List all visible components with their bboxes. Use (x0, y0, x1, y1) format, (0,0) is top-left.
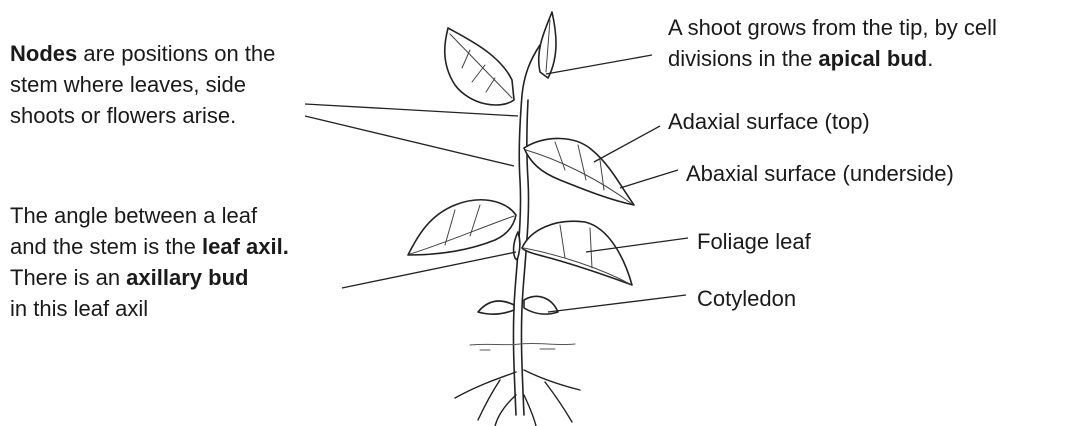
leader-nodes-upper (305, 104, 518, 116)
leader-adaxial (594, 126, 660, 162)
apical-bud (539, 12, 556, 78)
nodes-line-1: Nodes are positions on the (10, 38, 275, 69)
leader-cotyledon (548, 295, 686, 312)
leaf-axil-line-2-pre: and the stem is the (10, 234, 202, 259)
nodes-term: Nodes (10, 41, 77, 66)
leaf-axil-line-4: in this leaf axil (10, 293, 289, 324)
apical-line-1: A shoot grows from the tip, by cell (668, 12, 997, 43)
cotyledon-left (478, 301, 514, 314)
leader-leaf-axil (342, 252, 516, 288)
nodes-line-2: stem where leaves, side (10, 69, 275, 100)
leaf-axil-label: The angle between a leaf and the stem is… (10, 200, 289, 324)
stem (513, 45, 540, 415)
axillary-bud-term: axillary bud (126, 265, 248, 290)
leaf-axil-line-3: There is an axillary bud (10, 262, 289, 293)
leaf-axil-line-1: The angle between a leaf (10, 200, 289, 231)
adaxial-label: Adaxial surface (top) (668, 106, 870, 137)
leaf-axil-term: leaf axil. (202, 234, 289, 259)
axillary-bud (514, 232, 520, 260)
leaf-axil-line-2: and the stem is the leaf axil. (10, 231, 289, 262)
leader-abaxial (620, 170, 678, 188)
foliage-leaf-shape (522, 221, 632, 285)
leaf-axil-line-3-pre: There is an (10, 265, 126, 290)
nodes-label: Nodes are positions on the stem where le… (10, 38, 275, 131)
apical-bud-label: A shoot grows from the tip, by cell divi… (668, 12, 997, 74)
nodes-line-3: shoots or flowers arise. (10, 100, 275, 131)
root-left (455, 372, 516, 420)
apical-line-2-pre: divisions in the (668, 46, 818, 71)
foliage-leaf-label: Foliage leaf (697, 226, 811, 257)
apical-bud-term: apical bud (818, 46, 927, 71)
apical-line-2-post: . (927, 46, 933, 71)
nodes-line-1-rest: are positions on the (77, 41, 275, 66)
abaxial-label: Abaxial surface (underside) (686, 158, 954, 189)
leader-apical-bud (546, 55, 652, 74)
middle-left-leaf (408, 200, 516, 255)
leader-nodes-lower (305, 116, 514, 166)
soil-line (470, 343, 575, 345)
cotyledon-label: Cotyledon (697, 283, 796, 314)
apical-line-2: divisions in the apical bud. (668, 43, 997, 74)
